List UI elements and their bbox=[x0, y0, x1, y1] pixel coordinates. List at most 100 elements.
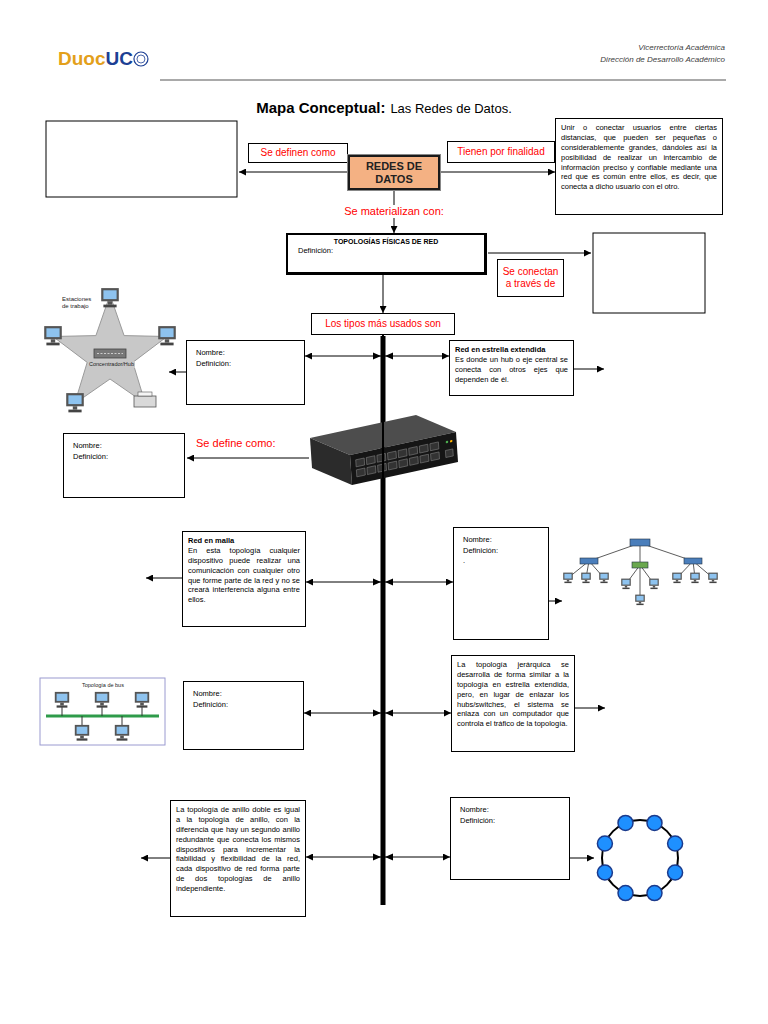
node-text: Nombre: bbox=[463, 535, 539, 546]
topology-box: Red en estrella extendidaEs donde un hub… bbox=[449, 340, 574, 396]
leader-arrow bbox=[146, 578, 182, 579]
bus-topology-illustration bbox=[40, 678, 165, 745]
leader-arrow bbox=[187, 458, 309, 459]
network-switch-illustration bbox=[399, 459, 408, 468]
relation-box: Tienen por finalidad bbox=[447, 141, 555, 163]
relation-box: Los tipos más usados son bbox=[311, 313, 455, 335]
leader-arrow bbox=[570, 858, 594, 859]
topology-box: Red en mallaEn esta topología cualquier … bbox=[182, 531, 306, 627]
bus-topology-illustration bbox=[75, 725, 89, 741]
ring-topology-illustration bbox=[668, 836, 683, 851]
leader-arrow bbox=[169, 372, 186, 373]
node-text: Definición: bbox=[196, 359, 295, 370]
node-text: En esta topología cualquier dispositivo … bbox=[188, 546, 300, 605]
network-switch-illustration bbox=[431, 452, 440, 461]
star-topology-illustration bbox=[158, 326, 176, 345]
star-topology-illustration bbox=[44, 288, 176, 412]
relation-box: Se definen como bbox=[248, 143, 348, 163]
network-switch-illustration bbox=[409, 447, 418, 456]
topology-box: Nombre:Definición: bbox=[450, 797, 570, 880]
bus-topology-illustration bbox=[55, 692, 69, 708]
connector-arrow bbox=[440, 172, 555, 173]
node-text: TOPOLOGÍAS FÍSICAS DE RED bbox=[294, 237, 478, 246]
tree-topology-illustration bbox=[649, 579, 659, 590]
network-switch-illustration bbox=[367, 466, 376, 475]
node-text: Definición: bbox=[73, 452, 175, 463]
network-switch-illustration bbox=[366, 456, 375, 465]
node-text: Es donde un hub o eje central se conecta… bbox=[455, 355, 568, 385]
topology-box: Nombre:Definición: bbox=[63, 433, 185, 498]
leader-arrow bbox=[575, 708, 605, 709]
ring-topology-illustration bbox=[597, 836, 612, 851]
node-text: Definición: bbox=[463, 546, 539, 557]
bus-topology-illustration bbox=[62, 707, 142, 725]
leader-arrow bbox=[574, 369, 604, 370]
logo: DuocUC bbox=[58, 48, 133, 70]
star-topology-illustration bbox=[53, 295, 167, 404]
ring-topology-illustration bbox=[597, 815, 682, 900]
node-text: Definición: bbox=[460, 816, 560, 827]
topology-box: Nombre:Definición: bbox=[183, 681, 304, 750]
tree-topology-illustration bbox=[621, 579, 631, 590]
star-topology-illustration bbox=[66, 393, 84, 412]
node-text: Definición: bbox=[193, 700, 294, 711]
network-switch-illustration bbox=[377, 453, 386, 462]
network-switch-illustration bbox=[450, 440, 453, 443]
leader-arrow bbox=[141, 858, 170, 859]
header-rule bbox=[160, 80, 726, 81]
network-switch-illustration bbox=[388, 461, 397, 470]
network-switch-illustration bbox=[419, 444, 428, 453]
concept-box: Unir o conectar usuarios entre ciertas d… bbox=[555, 118, 723, 215]
ring-topology-illustration bbox=[597, 865, 612, 880]
logo-text: Duoc bbox=[58, 48, 106, 70]
figure-label: Estaciones de trabajo bbox=[62, 296, 98, 310]
connector-arrow bbox=[304, 335, 383, 713]
star-topology-illustration bbox=[138, 392, 152, 396]
network-switch-illustration bbox=[445, 449, 453, 458]
network-switch-illustration bbox=[356, 439, 454, 477]
network-switch-illustration bbox=[398, 449, 407, 458]
logo-text: UC bbox=[106, 48, 133, 70]
network-switch-illustration bbox=[446, 441, 449, 444]
node-text: Nombre: bbox=[196, 348, 295, 359]
network-switch-illustration bbox=[356, 468, 365, 477]
header-text: Vicerrectoría Académica bbox=[638, 43, 725, 52]
relation-label: Se define como: bbox=[196, 437, 276, 449]
node-text: . bbox=[463, 556, 539, 567]
bus-topology-illustration bbox=[82, 716, 83, 725]
topology-box: La topología de anillo doble es igual a … bbox=[170, 800, 306, 917]
tree-topology-illustration bbox=[630, 539, 650, 546]
node-text: REDES DE DATOS bbox=[352, 160, 436, 186]
network-switch-illustration bbox=[420, 454, 429, 463]
node-text: Red en estrella extendida bbox=[455, 345, 568, 355]
connector-arrow bbox=[383, 335, 451, 713]
tree-topology-illustration bbox=[563, 539, 718, 605]
leader-arrow bbox=[549, 601, 562, 602]
logo-seal bbox=[137, 55, 145, 63]
star-topology-illustration bbox=[101, 288, 119, 307]
bus-topology-illustration bbox=[40, 678, 165, 745]
bus-topology-illustration bbox=[122, 716, 123, 725]
header-text: Dirección de Desarrollo Académico bbox=[600, 55, 725, 64]
ring-topology-illustration bbox=[618, 815, 633, 830]
concept-box: TOPOLOGÍAS FÍSICAS DE REDDefinición: bbox=[286, 233, 487, 275]
connector-arrow bbox=[306, 335, 383, 582]
tree-topology-illustration bbox=[672, 573, 682, 584]
tree-topology-illustration bbox=[599, 573, 609, 584]
tree-topology-illustration bbox=[581, 573, 591, 584]
node-text: Se definen como bbox=[252, 147, 344, 159]
bus-topology-illustration bbox=[115, 725, 129, 741]
empty-box bbox=[46, 121, 237, 197]
tree-topology-illustration bbox=[708, 573, 718, 584]
tree-topology-illustration bbox=[690, 573, 700, 584]
logo-seal bbox=[134, 52, 148, 66]
ring-topology-illustration bbox=[647, 815, 662, 830]
tree-topology-illustration bbox=[580, 558, 598, 564]
bus-topology-illustration bbox=[62, 707, 63, 716]
tree-topology-illustration bbox=[632, 562, 648, 568]
node-text: Se conectan a través de bbox=[501, 266, 560, 290]
star-topology-illustration bbox=[134, 396, 156, 407]
bus-topology-illustration bbox=[102, 707, 103, 716]
figure-label: Topología de bus bbox=[82, 682, 124, 689]
node-text: Nombre: bbox=[460, 805, 560, 816]
